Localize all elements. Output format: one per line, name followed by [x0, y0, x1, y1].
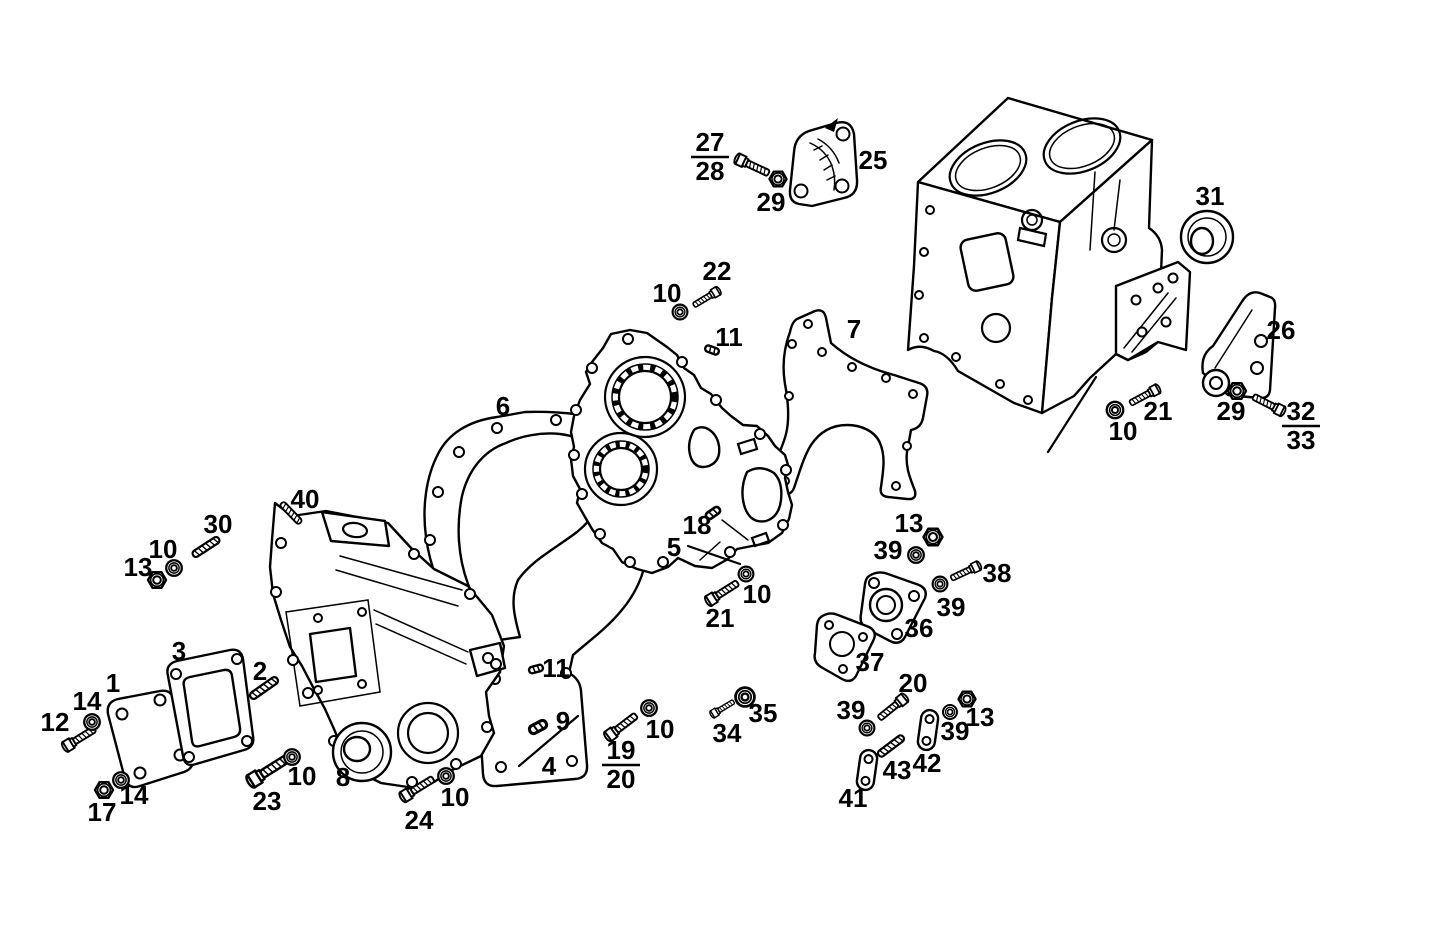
- bolt-drawing: [708, 697, 737, 720]
- part-label-13: 13: [895, 508, 924, 538]
- part-label-22: 22: [703, 256, 732, 286]
- part-label-37: 37: [856, 647, 885, 677]
- gasket-3-drawing: [166, 648, 255, 767]
- leader-line: [1046, 375, 1098, 454]
- part-label-7: 7: [847, 314, 861, 344]
- fraction-top: 32: [1287, 396, 1316, 426]
- bolt-drawing: [690, 284, 724, 311]
- part-label-21: 21: [706, 603, 735, 633]
- part-label-39: 39: [937, 592, 966, 622]
- part-label-13: 13: [966, 702, 995, 732]
- nut-drawing: [922, 527, 944, 547]
- link-plate-42-drawing: [916, 708, 940, 752]
- nut-drawing: [93, 781, 115, 799]
- part-label-35: 35: [749, 698, 778, 728]
- part-label-10: 10: [288, 761, 317, 791]
- washer-drawing: [931, 575, 949, 593]
- part-label-10: 10: [441, 782, 470, 812]
- nut-drawing: [768, 170, 788, 188]
- part-label-40: 40: [291, 484, 320, 514]
- part-label-29: 29: [1217, 396, 1246, 426]
- cover-plate-drawing: [106, 689, 194, 789]
- washer-drawing: [907, 546, 925, 564]
- gear-case-drawing: [568, 328, 794, 575]
- part-label-26: 26: [1267, 315, 1296, 345]
- fraction-bottom: 33: [1287, 425, 1316, 455]
- part-label-39: 39: [837, 695, 866, 725]
- part-label-13: 13: [124, 552, 153, 582]
- part-label-29: 29: [757, 187, 786, 217]
- gasket-7-drawing: [768, 309, 929, 501]
- bolt-drawing: [948, 559, 984, 584]
- part-label-18: 18: [683, 510, 712, 540]
- part-label-39: 39: [941, 716, 970, 746]
- part-label-42: 42: [913, 748, 942, 778]
- part-label-1: 1: [106, 668, 120, 698]
- bolt-drawing: [731, 151, 772, 180]
- part-label-4: 4: [542, 751, 557, 781]
- part-label-11: 11: [715, 322, 743, 352]
- part-label-14: 14: [120, 780, 149, 810]
- part-label-3: 3: [172, 636, 186, 666]
- flange-36-drawing: [859, 571, 927, 644]
- leader-line: [686, 544, 742, 566]
- part-label-11: 11: [542, 653, 570, 683]
- part-label-20: 20: [899, 668, 928, 698]
- part-label-38: 38: [983, 558, 1012, 588]
- leader-line: [517, 714, 580, 768]
- part-label-23: 23: [253, 786, 282, 816]
- part-label-10: 10: [743, 579, 772, 609]
- part-label-10: 10: [149, 534, 178, 564]
- bracket-26-drawing: [1201, 291, 1277, 400]
- part-label-31: 31: [1196, 181, 1225, 211]
- part-label-43: 43: [883, 755, 912, 785]
- part-label-10: 10: [653, 278, 682, 308]
- engine-block-drawing: [906, 96, 1192, 415]
- leader-lines-layer: [517, 375, 1098, 768]
- part-label-14: 14: [73, 686, 102, 716]
- fraction-top: 19: [607, 735, 636, 765]
- fraction-bottom: 20: [607, 764, 636, 794]
- part-label-21: 21: [1144, 396, 1173, 426]
- part-label-17: 17: [88, 797, 117, 827]
- fraction-bottom: 28: [696, 156, 725, 186]
- ring-31-drawing: [1179, 209, 1235, 265]
- part-label-24: 24: [405, 805, 434, 835]
- part-label-10: 10: [646, 714, 675, 744]
- part-label-8: 8: [336, 762, 350, 792]
- part-label-12: 12: [41, 707, 70, 737]
- washer-drawing: [83, 713, 101, 731]
- part-label-9: 9: [556, 706, 570, 736]
- part-label-34: 34: [713, 718, 742, 748]
- bracket-25-drawing: [788, 118, 859, 208]
- part-label-5: 5: [667, 532, 681, 562]
- fraction-top: 27: [696, 127, 725, 157]
- part-label-6: 6: [496, 391, 510, 421]
- stud-drawing: [190, 534, 222, 560]
- part-label-2: 2: [253, 656, 267, 686]
- part-label-25: 25: [859, 145, 888, 175]
- part-label-30: 30: [204, 509, 233, 539]
- part-label-41: 41: [839, 783, 868, 813]
- gasket-37-drawing: [813, 612, 877, 683]
- part-label-10: 10: [1109, 416, 1138, 446]
- part-label-36: 36: [905, 613, 934, 643]
- seal-ring-drawing: [331, 721, 393, 783]
- link-plate-41-drawing: [855, 748, 879, 792]
- part-label-39: 39: [874, 535, 903, 565]
